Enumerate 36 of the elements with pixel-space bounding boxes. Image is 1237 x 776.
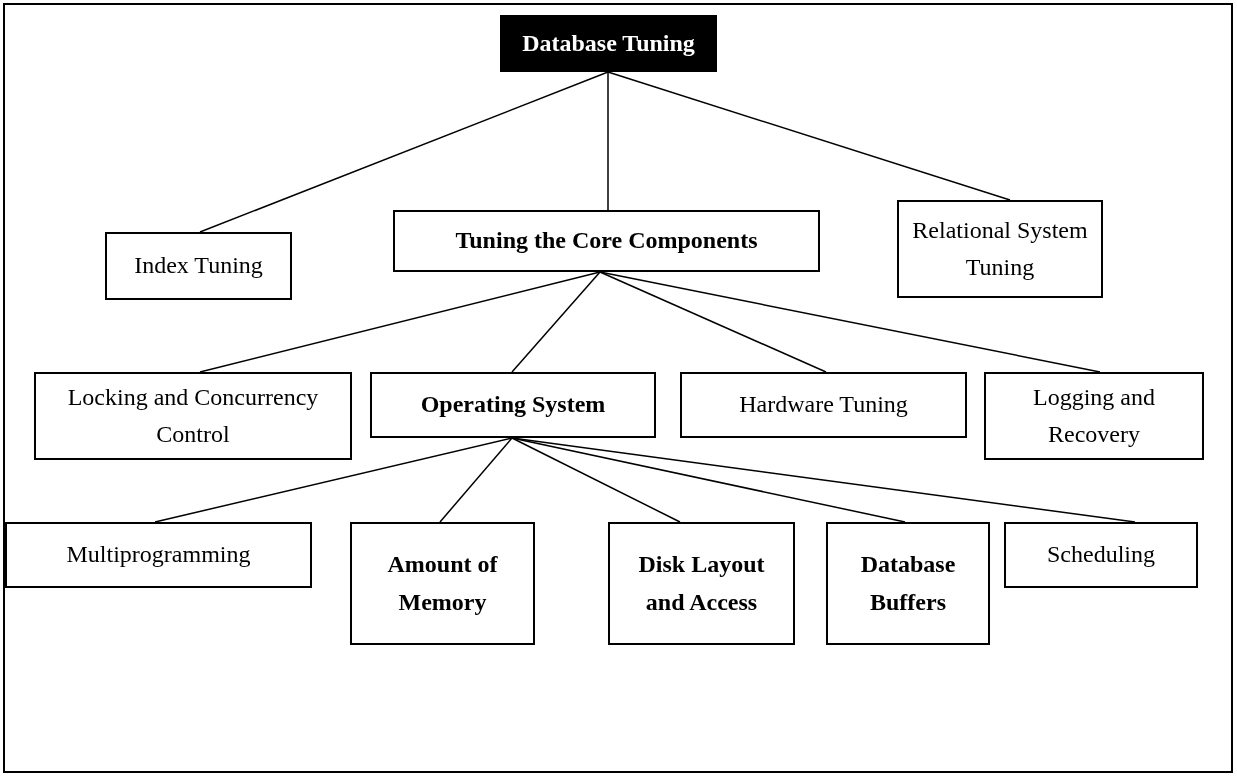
connector-line bbox=[607, 71, 609, 211]
connector-line bbox=[599, 271, 1101, 373]
connector-line bbox=[599, 271, 827, 373]
topic-box bbox=[680, 372, 967, 438]
topic-box bbox=[5, 522, 312, 588]
connector-line bbox=[199, 71, 609, 233]
box-label: Locking and Concurrency Control bbox=[66, 382, 320, 449]
topic-box bbox=[105, 232, 292, 300]
topic-box bbox=[1004, 522, 1198, 588]
box-label: Scheduling bbox=[1047, 540, 1155, 570]
connector-line bbox=[154, 437, 513, 523]
topic-box bbox=[608, 522, 795, 645]
box-label: Tuning the Core Components bbox=[455, 226, 758, 256]
box-label: Logging and Recovery bbox=[1032, 382, 1156, 449]
topic-box bbox=[897, 200, 1103, 298]
topic-box bbox=[984, 372, 1204, 460]
topic-box bbox=[370, 372, 656, 438]
box-label: Disk Layout and Access bbox=[637, 550, 766, 617]
connector-line bbox=[511, 437, 681, 523]
topic-box bbox=[393, 210, 820, 272]
connector-line bbox=[511, 271, 601, 373]
topic-box bbox=[34, 372, 352, 460]
box-label: Database Buffers bbox=[859, 550, 957, 617]
box-label: Index Tuning bbox=[134, 251, 263, 281]
topic-box bbox=[350, 522, 535, 645]
box-label: Operating System bbox=[420, 390, 606, 420]
box-label: Relational System Tuning bbox=[911, 215, 1089, 282]
connector-line bbox=[607, 71, 1011, 201]
box-label: Database Tuning bbox=[522, 28, 695, 58]
box-label: Multiprogramming bbox=[66, 540, 251, 570]
connector-line bbox=[199, 271, 601, 373]
connector-line bbox=[439, 437, 513, 523]
topic-box bbox=[826, 522, 990, 645]
box-label: Hardware Tuning bbox=[739, 390, 908, 420]
box-label: Amount of Memory bbox=[386, 550, 499, 617]
root-box bbox=[500, 15, 717, 72]
